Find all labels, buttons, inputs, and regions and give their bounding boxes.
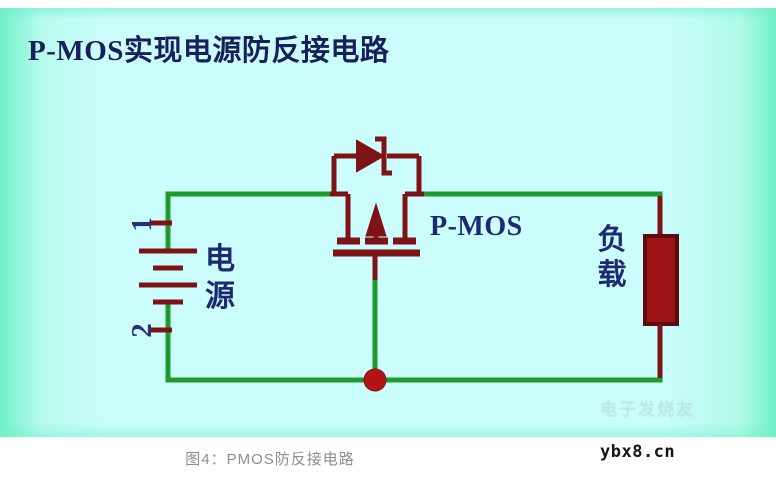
pmos-label: P-MOS (430, 211, 523, 242)
load-body (643, 234, 679, 326)
pmos-symbol (330, 136, 424, 280)
junction-dot (363, 368, 387, 392)
panel-watermark: 电子发烧友 (600, 400, 695, 419)
battery-terminal-1-number: 1 (125, 217, 158, 232)
load-label: 负载 (597, 224, 627, 292)
diagram-panel: P-MOS实现电源防反接电路 (0, 8, 776, 437)
site-watermark: ybx8.cn (600, 442, 676, 462)
diagram-title: P-MOS实现电源防反接电路 (28, 35, 390, 67)
pmos-body-diode-triangle (356, 139, 386, 173)
figure-caption: 图4：PMOS防反接电路 (185, 451, 355, 468)
load-symbol (643, 196, 679, 378)
pmos-body-diode-cathode-bar (375, 136, 392, 176)
battery-symbol (139, 220, 197, 333)
pmos-body-arrow (365, 202, 387, 237)
wire-network-green (165, 191, 663, 383)
circuit-schematic (139, 136, 679, 392)
battery-label: 电源 (205, 243, 235, 313)
battery-terminal-2-number: 2 (125, 323, 158, 338)
